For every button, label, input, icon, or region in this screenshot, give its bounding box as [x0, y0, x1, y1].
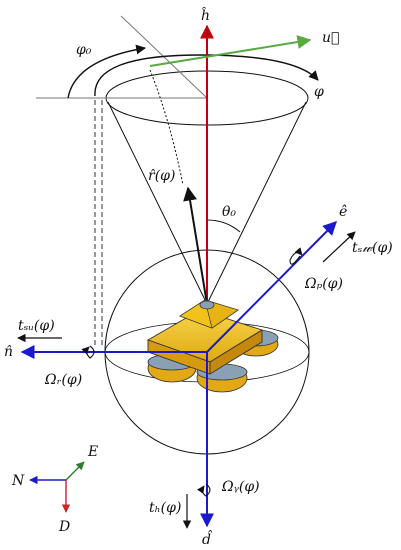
e-axis	[206, 221, 337, 353]
label-tsu: tₛᵤ(φ)	[18, 318, 55, 334]
label-d: d̂	[202, 529, 212, 548]
theta0-arc	[206, 219, 241, 233]
label-omega-r: Ωᵣ(φ)	[44, 372, 82, 388]
label-phi0: φ₀	[76, 42, 92, 58]
omega-p-loop	[289, 247, 303, 265]
compass-label-e: E	[87, 444, 98, 460]
phi0-arc	[67, 44, 146, 99]
label-e: ê	[339, 204, 347, 220]
label-phi: φ	[314, 84, 324, 100]
label-tsw: tₛ𝓌(φ)	[352, 240, 393, 256]
phi-arc	[94, 54, 319, 97]
tsw-arrow	[322, 231, 356, 263]
label-omega-y: Ωᵧ(φ)	[221, 479, 260, 495]
label-h: ĥ	[201, 6, 210, 24]
u-vector	[149, 35, 312, 67]
omega-y-loop	[196, 483, 211, 497]
drone-body	[146, 299, 279, 393]
dotted-projection-curve	[149, 69, 184, 186]
label-theta0: θ₀	[222, 204, 236, 220]
cone-right-edge	[206, 101, 307, 305]
r-vector	[183, 186, 208, 305]
compass: N E D	[11, 444, 98, 535]
label-th: tₕ(φ)	[149, 500, 181, 516]
compass-label-n: N	[11, 473, 25, 489]
label-n: n̂	[4, 344, 13, 360]
omega-r-loop	[81, 345, 95, 359]
label-u: u⃗	[322, 30, 339, 46]
compass-east-arrow	[65, 461, 85, 481]
label-r: r̂(φ)	[148, 168, 175, 184]
cone-left-edge	[107, 101, 208, 305]
compass-label-d: D	[58, 519, 70, 535]
label-omega-p: Ωₚ(φ)	[304, 276, 343, 292]
